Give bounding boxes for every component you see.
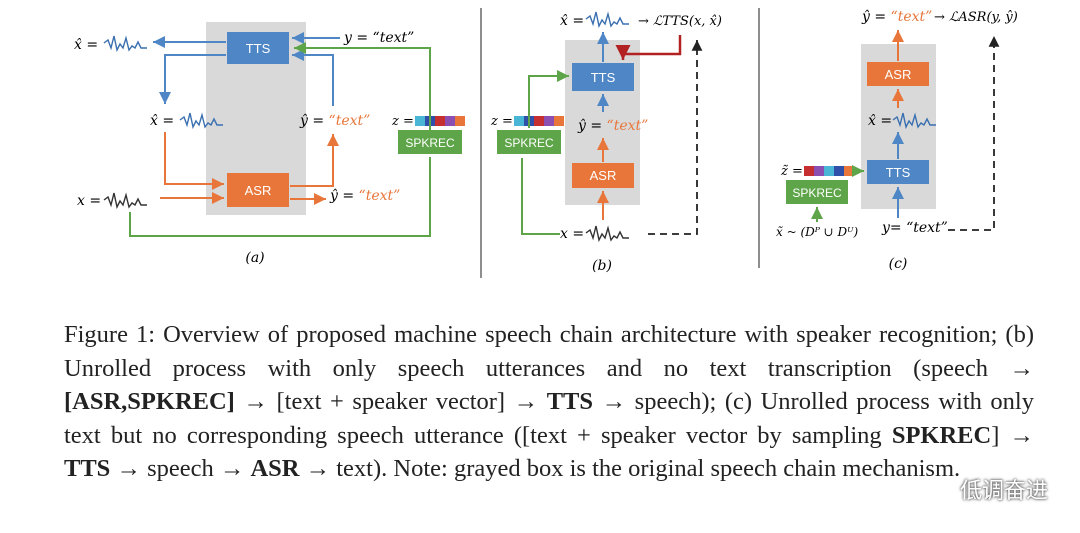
spkrec-label: SPKREC	[504, 136, 554, 150]
waveform	[179, 112, 223, 130]
arrow	[948, 36, 1000, 231]
panel-a: TTS ASR SPKREC z = x̂ = y = “text” x̂ = …	[74, 22, 465, 266]
asr-label: ASR	[885, 67, 912, 82]
asr-block	[572, 163, 634, 188]
tts-label: TTS	[591, 70, 616, 85]
tts-block	[572, 63, 634, 91]
arrow	[648, 40, 703, 235]
panel-label: (b)	[592, 258, 612, 274]
speaker-vector	[415, 116, 465, 126]
arrow	[615, 35, 682, 60]
spkrec-block	[497, 130, 561, 154]
figure-caption: Figure 1: Overview of proposed machine s…	[64, 321, 1034, 482]
x-label: x =	[560, 226, 584, 242]
xhat-label: x̂ =	[560, 13, 584, 29]
tts-label: TTS	[886, 165, 911, 180]
asr-label: ASR	[245, 183, 272, 198]
spkrec-block	[398, 130, 462, 154]
asr-block	[867, 62, 929, 86]
spkrec-block	[786, 180, 848, 204]
y-label: y= “text”	[881, 220, 948, 236]
loss-label: → ℒASR(y, ŷ)	[934, 10, 1018, 25]
yhat2-label: ŷ = “text”	[329, 187, 400, 204]
arrow	[528, 70, 569, 128]
xhat-label: x̂ =	[74, 37, 98, 53]
arrow	[294, 42, 431, 130]
panel-c: ASR TTS SPKREC ŷ = “text” → ℒASR(y, ŷ) x…	[776, 8, 1018, 272]
spkrec-label: SPKREC	[792, 186, 842, 200]
arrow	[159, 54, 226, 104]
arrow	[290, 134, 339, 187]
panel-label: (a)	[245, 250, 264, 266]
wechat-icon	[922, 478, 951, 500]
waveform	[585, 225, 629, 243]
speaker-vector	[514, 116, 564, 126]
yhat-label: ŷ = “text”	[577, 117, 648, 134]
yhat-label: ŷ = “text”	[861, 8, 932, 25]
arrow	[129, 157, 431, 237]
figure-diagram: TTS ASR SPKREC z = x̂ = y = “text” x̂ = …	[74, 8, 1018, 278]
x-label: x =	[77, 193, 101, 209]
tts-block	[227, 32, 289, 64]
loss-label: → ℒTTS(x, x̂)	[638, 14, 722, 29]
watermark: 低调奋进	[922, 473, 1048, 505]
watermark-text: 低调奋进	[959, 479, 1048, 504]
panel-label: (c)	[889, 256, 908, 272]
arrow	[164, 132, 224, 190]
waveform	[892, 112, 936, 130]
waveform	[585, 11, 629, 29]
waveform	[103, 192, 147, 210]
z-label: z =	[391, 114, 414, 129]
y-label: y = “text”	[343, 30, 414, 46]
asr-block	[227, 173, 289, 207]
xhat2-label: x̂ =	[150, 113, 174, 129]
waveform	[103, 35, 147, 53]
tts-label: TTS	[246, 41, 271, 56]
sample-label: x̃ ~ (Dᴾ ∪ Dᵁ)	[776, 225, 859, 239]
yhat-label: ŷ = “text”	[299, 112, 370, 129]
z-label: z =	[490, 114, 513, 129]
panel-b: TTS ASR SPKREC z = x̂ = → ℒTTS(x, x̂) ŷ …	[490, 11, 722, 274]
ztilde-label: z̃ =	[780, 164, 803, 179]
arrow	[292, 49, 334, 106]
speaker-vector	[804, 166, 854, 176]
asr-label: ASR	[590, 168, 617, 183]
tts-block	[867, 160, 929, 184]
arrow	[521, 158, 560, 235]
xhat-label: x̂ =	[868, 113, 892, 129]
spkrec-label: SPKREC	[405, 136, 455, 150]
